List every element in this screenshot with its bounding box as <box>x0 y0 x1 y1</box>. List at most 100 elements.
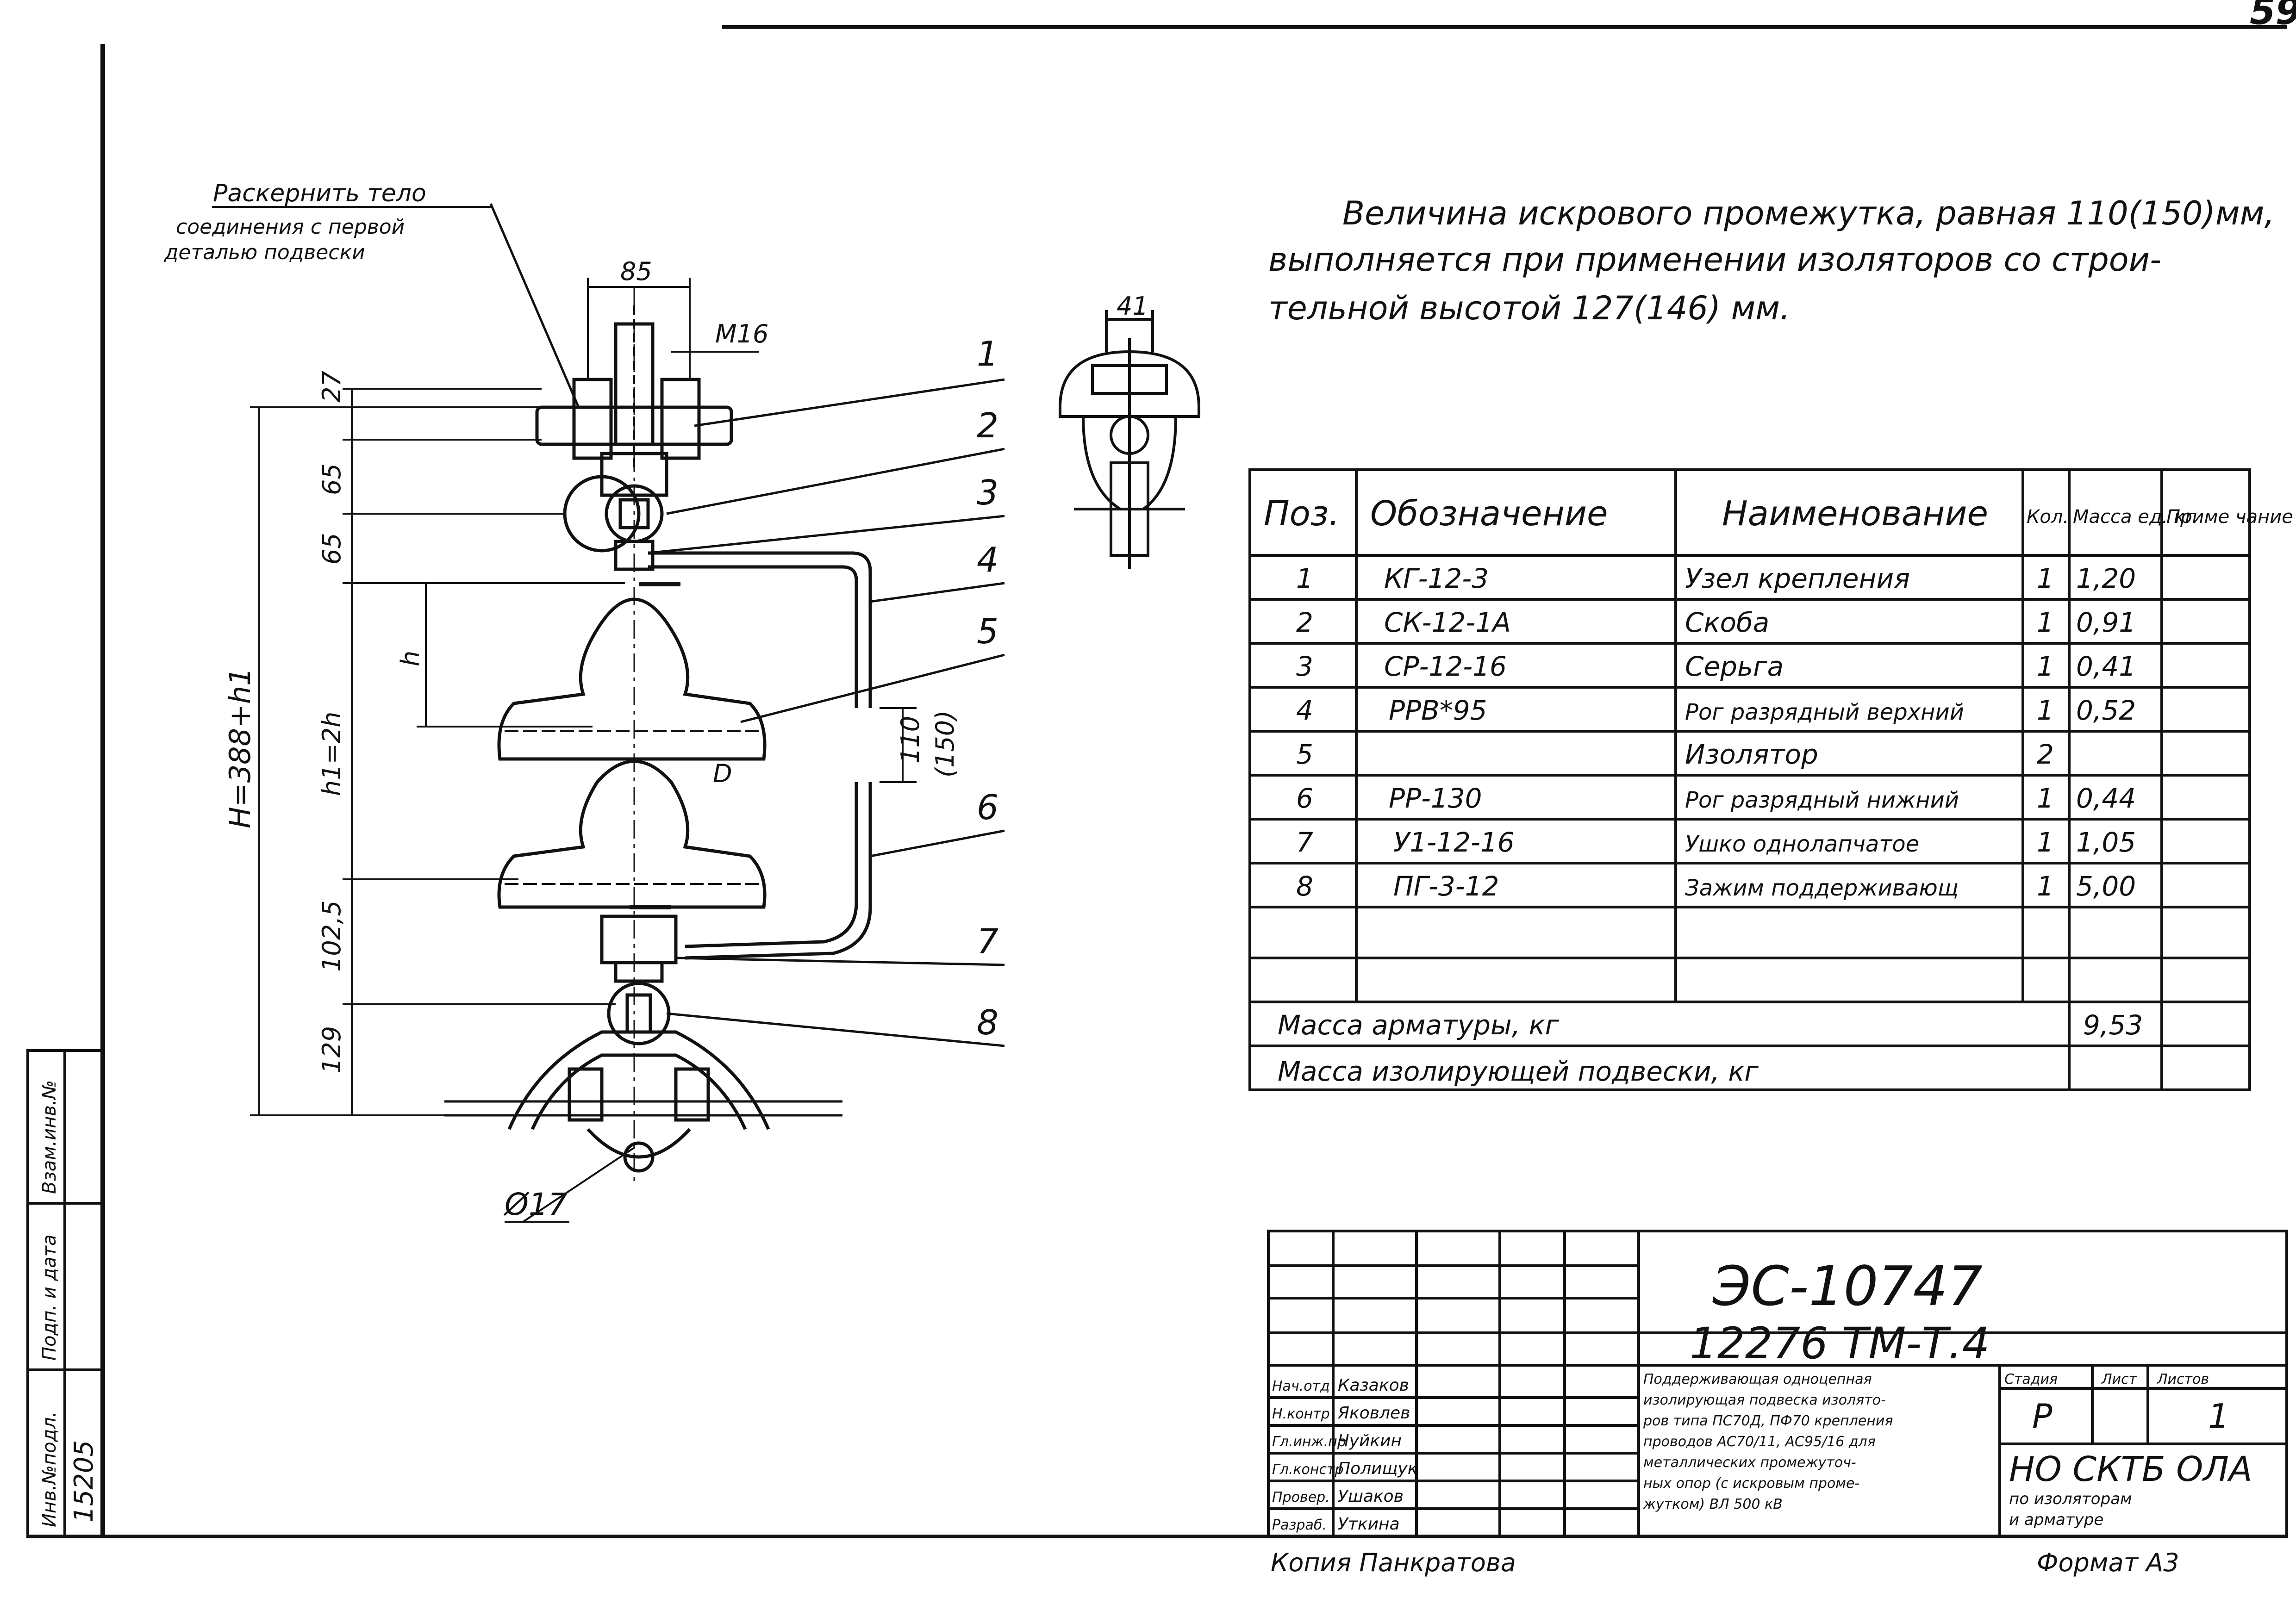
stamp-sign-label: Подп. и дата <box>39 1235 60 1361</box>
stamp-inv-value: 15205 <box>69 1440 99 1523</box>
table-row-code: СР-12-16 <box>1384 651 1507 682</box>
table-row-pos: 6 <box>1296 783 1313 814</box>
callout-note-line3: деталью подвески <box>164 241 365 264</box>
title-block-roles: Нач.отд Н.контр Гл.инж.пр Гл.констр Пров… <box>1272 1376 1418 1534</box>
table-header-qty: Кол. <box>2027 506 2069 528</box>
pos-label-7: 7 <box>977 922 998 962</box>
left-stamp <box>26 1049 104 1538</box>
table-header-pos: Поз. <box>1264 494 1340 534</box>
spec-table-grid <box>1248 468 2251 1091</box>
role-label: Гл.инж.пр <box>1272 1434 1346 1450</box>
role-label: Провер. <box>1272 1489 1330 1505</box>
callout-note-line2: соединения с первой <box>176 215 405 239</box>
sheets-label: Листов <box>2157 1371 2209 1387</box>
signer-name: Яковлев <box>1337 1404 1410 1423</box>
stage-value: Р <box>2032 1397 2053 1436</box>
table-header-code: Обозначение <box>1370 494 1608 534</box>
pos-label-3: 3 <box>977 473 998 513</box>
top-note-line1: Величина искрового промежутка, равная 11… <box>1342 194 2275 232</box>
page-number: 59 <box>2250 0 2296 33</box>
signer-name: Казаков <box>1338 1376 1409 1395</box>
table-row-name: Изолятор <box>1685 739 1818 770</box>
stamp-replace-label: Взам.инв.№ <box>39 1080 60 1194</box>
dim-side-width: 41 <box>1117 292 1148 321</box>
table-row-qty: 1 <box>2037 607 2054 638</box>
table-row-name: Зажим поддерживающ <box>1685 875 1959 901</box>
table-row-qty: 1 <box>2037 563 2054 594</box>
side-view-drawing <box>1059 310 1200 569</box>
dim-h1: h1=2h <box>317 712 346 796</box>
title-description-4: проводов АС70/11, АС95/16 для <box>1643 1434 1876 1450</box>
title-description-3: ров типа ПС70Д, ПФ70 крепления <box>1643 1413 1893 1429</box>
insulator-assembly-drawing <box>444 287 872 1185</box>
title-description-6: ных опор (с искровым проме- <box>1643 1475 1859 1492</box>
top-note-line3: тельной высотой 127(146) мм. <box>1268 289 1790 327</box>
role-label: Гл.констр <box>1272 1461 1344 1478</box>
title-description-1: Поддерживающая одноцепная <box>1643 1371 1872 1387</box>
table-row-qty: 1 <box>2037 651 2054 682</box>
table-row-mass: 5,00 <box>2076 871 2136 902</box>
table-row-name: Ушко однолапчатое <box>1685 831 1919 857</box>
dim-diameter: D <box>713 759 732 788</box>
title-code: ЭС-10747 <box>1712 1254 1983 1318</box>
pos-label-6: 6 <box>977 788 998 827</box>
org-sub-1: по изоляторам <box>2009 1490 2132 1508</box>
dim-27: 27 <box>317 371 346 403</box>
leader-lines <box>489 203 1005 1047</box>
table-row-code: ПГ-3-12 <box>1393 871 1499 902</box>
table-header-mass: Масса ед. кг <box>2073 506 2195 528</box>
dim-h-total: H=388+h1 <box>223 667 257 828</box>
mass-armature-label: Масса арматуры, кг <box>1278 1009 1560 1041</box>
title-description-2: изолирующая подвеска изолято- <box>1643 1392 1886 1408</box>
table-row-name: Узел крепления <box>1685 563 1910 594</box>
table-row-mass: 0,91 <box>2076 607 2136 638</box>
signer-name: Ушаков <box>1338 1487 1404 1506</box>
role-label: Нач.отд <box>1272 1378 1330 1394</box>
stamp-inv-label: Инв.№подл. <box>39 1411 60 1527</box>
mass-armature-value: 9,53 <box>2083 1009 2143 1041</box>
title-sheet-code: 12276 ТМ-Т.4 <box>1690 1318 1990 1369</box>
table-row-code: РРВ*95 <box>1389 695 1487 726</box>
dim-129: 129 <box>317 1026 346 1074</box>
title-block-grid <box>1267 1230 2288 1538</box>
table-row-pos: 3 <box>1296 651 1313 682</box>
callout-note-line1: Раскернить тело <box>213 180 426 207</box>
table-row-pos: 1 <box>1296 563 1313 594</box>
top-note-line2: выполняется при применении изоляторов со… <box>1268 241 2161 279</box>
signer-name: Уткина <box>1338 1515 1400 1534</box>
dim-top-width: 85 <box>620 257 652 286</box>
table-row-qty: 1 <box>2037 827 2054 858</box>
signer-name: Полищук <box>1338 1459 1418 1478</box>
table-row-qty: 1 <box>2037 695 2054 726</box>
table-row-pos: 2 <box>1296 607 1313 638</box>
role-label: Н.контр <box>1272 1406 1330 1422</box>
table-row-pos: 5 <box>1296 739 1313 770</box>
format-note: Формат А3 <box>2037 1548 2179 1577</box>
table-row-mass: 0,44 <box>2076 783 2136 814</box>
title-description-5: металлических промежуточ- <box>1643 1455 1856 1471</box>
pos-label-1: 1 <box>977 334 998 374</box>
copy-note: Копия Панкратова <box>1271 1548 1516 1577</box>
pos-label-5: 5 <box>977 612 998 652</box>
sheets-value: 1 <box>2208 1397 2229 1436</box>
table-row-qty: 1 <box>2037 871 2054 902</box>
stage-label: Стадия <box>2004 1371 2058 1387</box>
table-row-code: У1-12-16 <box>1393 827 1515 858</box>
table-row-mass: 1,20 <box>2076 563 2136 594</box>
dim-102: 102,5 <box>317 900 346 972</box>
dim-gap: 110 <box>896 716 925 764</box>
dim-bolt: М16 <box>715 319 768 348</box>
table-header-name: Наименование <box>1722 494 1988 534</box>
sheet-label: Лист <box>2101 1371 2138 1387</box>
table-header-note: Приме чание <box>2166 506 2293 528</box>
table-row-pos: 4 <box>1296 695 1313 726</box>
table-row-mass: 1,05 <box>2076 827 2136 858</box>
pos-label-4: 4 <box>977 540 998 580</box>
title-description-7: жутком) ВЛ 500 кВ <box>1643 1496 1783 1512</box>
org-name: НО СКТБ ОЛА <box>2009 1449 2252 1489</box>
table-row-pos: 8 <box>1296 871 1313 902</box>
table-row-name: Скоба <box>1685 607 1769 638</box>
dim-65a: 65 <box>317 463 346 495</box>
dim-gap-alt: (150) <box>930 710 960 777</box>
